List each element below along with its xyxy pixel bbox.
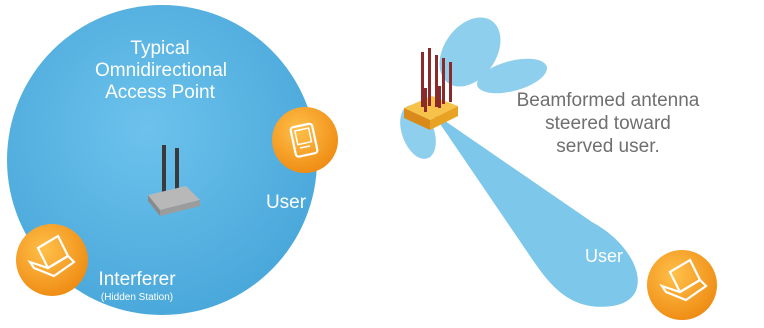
title-line-3: Access Point xyxy=(105,81,215,103)
access-point-icon xyxy=(148,145,200,216)
laptop-icon xyxy=(16,224,88,296)
title-line-2: Omnidirectional xyxy=(95,59,227,81)
access-point-title: Typical Omnidirectional Access Point xyxy=(95,38,227,104)
right-user-label: User xyxy=(584,246,623,266)
laptop-icon xyxy=(647,250,717,320)
caption-line-3: served user. xyxy=(556,135,660,157)
caption-line-2: steered toward xyxy=(545,112,671,134)
main-beam xyxy=(432,112,638,307)
beam-lobes xyxy=(400,17,638,307)
pda-icon xyxy=(272,107,338,173)
interferer-label: Interferer xyxy=(98,269,176,290)
title-line-1: Typical xyxy=(130,38,190,59)
hidden-station-label: (Hidden Station) xyxy=(100,292,174,303)
left-user-label: User xyxy=(265,192,307,213)
caption-line-1: Beamformed antenna xyxy=(516,90,700,111)
beamforming-caption: Beamformed antenna steered toward served… xyxy=(508,90,708,158)
beamforming-antenna-icon xyxy=(404,48,458,130)
